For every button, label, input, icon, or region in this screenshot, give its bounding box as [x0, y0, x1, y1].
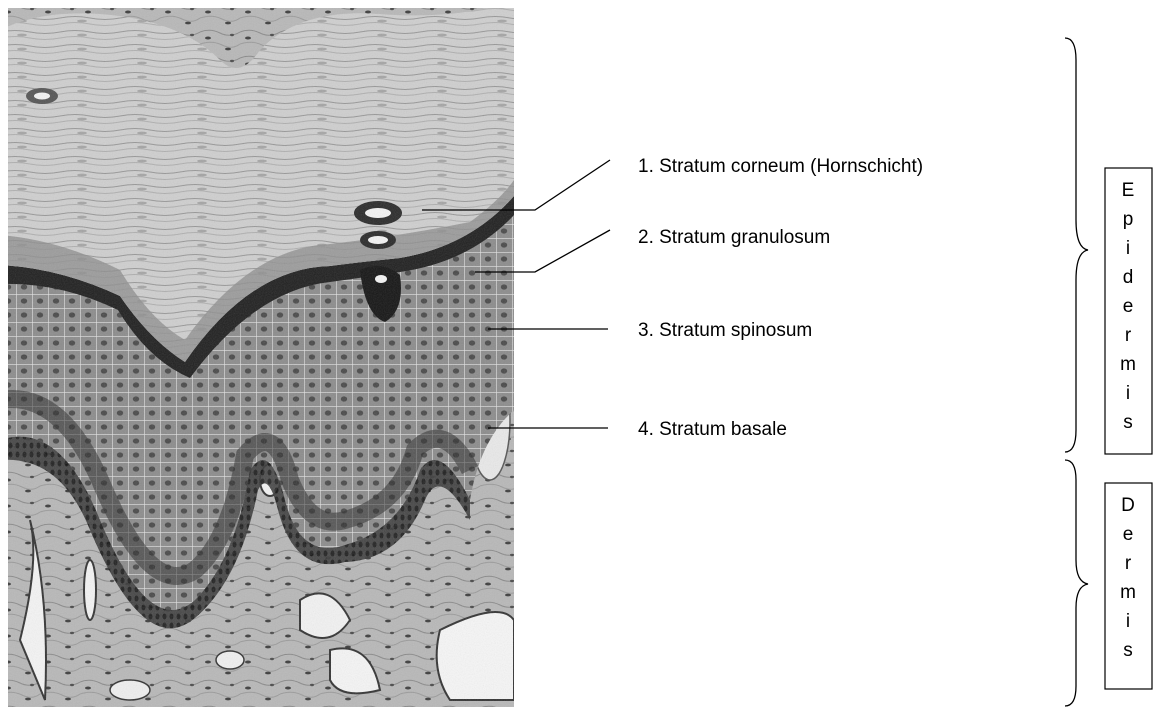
dermis-letter: m: [1120, 582, 1136, 603]
dermis-letter: D: [1121, 495, 1135, 516]
dermis-letter: i: [1126, 611, 1130, 632]
dermis-letter: s: [1123, 640, 1133, 661]
epidermis-letter: i: [1126, 238, 1130, 259]
epidermis-letter: i: [1126, 383, 1130, 404]
epidermis-brace: [1065, 38, 1088, 452]
label-stratum-spinosum: 3. Stratum spinosum: [638, 320, 812, 341]
dermis-brace: [1065, 460, 1088, 706]
epidermis-letter: s: [1123, 412, 1133, 433]
epidermis-letter: e: [1123, 296, 1134, 317]
epidermis-letter: E: [1122, 180, 1135, 201]
epidermis-letter: m: [1120, 354, 1136, 375]
label-stratum-corneum: 1. Stratum corneum (Hornschicht): [638, 156, 923, 177]
label-stratum-basale: 4. Stratum basale: [638, 419, 787, 440]
dermis-letter: e: [1123, 524, 1134, 545]
label-stratum-granulosum: 2. Stratum granulosum: [638, 227, 830, 248]
epidermis-letter: d: [1123, 267, 1134, 288]
epidermis-letter: r: [1125, 325, 1132, 346]
epidermis-letter: p: [1123, 209, 1134, 230]
dermis-letter: r: [1125, 553, 1132, 574]
histology-illustration: [0, 0, 520, 707]
